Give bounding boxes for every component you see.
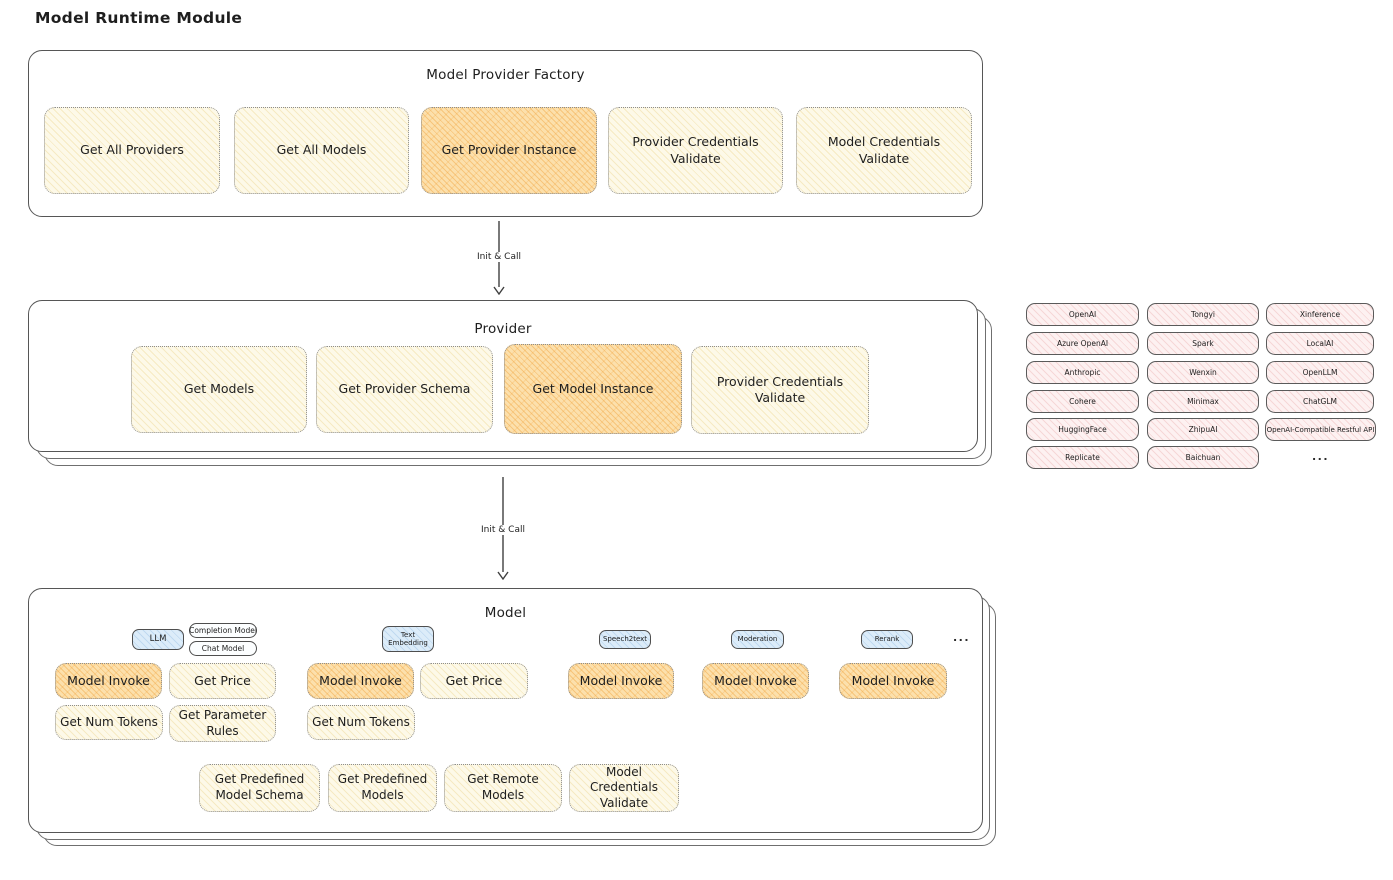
tab-speech2text: Speech2text bbox=[599, 630, 651, 649]
arrow-factory-to-provider: Init & Call bbox=[474, 221, 524, 295]
node-provider-credentials-validate: Provider Credentials Validate bbox=[608, 107, 783, 194]
provider-chip-huggingface: HuggingFace bbox=[1026, 418, 1139, 441]
node-provider-credentials-validate-2: Provider Credentials Validate bbox=[691, 346, 869, 434]
node-get-all-models: Get All Models bbox=[234, 107, 409, 194]
model-panel-title: Model bbox=[484, 605, 527, 621]
tab-llm: LLM bbox=[132, 629, 184, 650]
diagram-title: Model Runtime Module bbox=[35, 9, 243, 27]
tab-chat-model: Chat Model bbox=[189, 641, 257, 656]
node-get-predefined-model-schema: Get Predefined Model Schema bbox=[199, 764, 320, 812]
node-rerank-model-invoke: Model Invoke bbox=[839, 663, 947, 699]
model-provider-factory-panel: Model Provider Factory Get All Providers… bbox=[28, 50, 983, 217]
provider-chip-azure-openai: Azure OpenAI bbox=[1026, 332, 1139, 355]
provider-chip-openai: OpenAI bbox=[1026, 303, 1139, 326]
arrow-provider-to-model: Init & Call bbox=[478, 477, 528, 580]
node-moderation-model-invoke: Model Invoke bbox=[702, 663, 809, 699]
node-llm-model-invoke: Model Invoke bbox=[55, 663, 162, 699]
tab-moderation: Moderation bbox=[731, 630, 784, 649]
node-get-predefined-models: Get Predefined Models bbox=[328, 764, 437, 812]
provider-chip-tongyi: Tongyi bbox=[1147, 303, 1259, 326]
provider-chip-spark: Spark bbox=[1147, 332, 1259, 355]
arrow-down-icon bbox=[497, 477, 509, 580]
provider-chip-zhipuai: ZhipuAI bbox=[1147, 418, 1259, 441]
model-types-more-ellipsis: ... bbox=[953, 631, 971, 644]
provider-chip-wenxin: Wenxin bbox=[1147, 361, 1259, 384]
provider-chip-xinference: Xinference bbox=[1266, 303, 1374, 326]
node-get-provider-schema: Get Provider Schema bbox=[316, 346, 493, 433]
providers-more-ellipsis: ... bbox=[1312, 450, 1330, 463]
provider-chip-chatglm: ChatGLM bbox=[1266, 390, 1374, 413]
node-get-model-instance: Get Model Instance bbox=[504, 344, 682, 434]
tab-rerank: Rerank bbox=[861, 630, 913, 649]
tab-text-embedding: Text Embedding bbox=[382, 626, 434, 652]
node-get-models: Get Models bbox=[131, 346, 307, 433]
provider-chip-replicate: Replicate bbox=[1026, 446, 1139, 469]
provider-chip-localai: LocalAI bbox=[1266, 332, 1374, 355]
node-text-embedding-get-num-tokens: Get Num Tokens bbox=[307, 705, 415, 740]
node-text-embedding-get-price: Get Price bbox=[420, 663, 528, 699]
node-get-remote-models: Get Remote Models bbox=[444, 764, 562, 812]
tab-completion-model: Completion Model bbox=[189, 623, 257, 638]
node-llm-get-price: Get Price bbox=[169, 663, 276, 699]
node-text-embedding-model-invoke: Model Invoke bbox=[307, 663, 414, 699]
provider-panel: Provider Get Models Get Provider Schema … bbox=[28, 300, 978, 452]
provider-chip-openllm: OpenLLM bbox=[1266, 361, 1374, 384]
arrow-label-init-call: Init & Call bbox=[478, 525, 528, 535]
node-get-all-providers: Get All Providers bbox=[44, 107, 220, 194]
node-speech2text-model-invoke: Model Invoke bbox=[568, 663, 674, 699]
arrow-label-init-call: Init & Call bbox=[474, 252, 524, 262]
provider-chip-anthropic: Anthropic bbox=[1026, 361, 1139, 384]
model-panel: Model LLM Completion Model Chat Model Te… bbox=[28, 588, 983, 833]
provider-chip-baichuan: Baichuan bbox=[1147, 446, 1259, 469]
provider-chip-minimax: Minimax bbox=[1147, 390, 1259, 413]
provider-panel-title: Provider bbox=[474, 321, 532, 337]
node-llm-get-parameter-rules: Get Parameter Rules bbox=[169, 705, 276, 742]
node-model-credentials-validate-2: Model Credentials Validate bbox=[569, 764, 679, 812]
node-get-provider-instance: Get Provider Instance bbox=[421, 107, 597, 194]
node-llm-get-num-tokens: Get Num Tokens bbox=[55, 705, 163, 740]
factory-panel-title: Model Provider Factory bbox=[426, 67, 585, 83]
node-model-credentials-validate: Model Credentials Validate bbox=[796, 107, 972, 194]
provider-chip-openai-compatible: OpenAI-Compatible Restful API bbox=[1265, 418, 1376, 441]
provider-chip-cohere: Cohere bbox=[1026, 390, 1139, 413]
